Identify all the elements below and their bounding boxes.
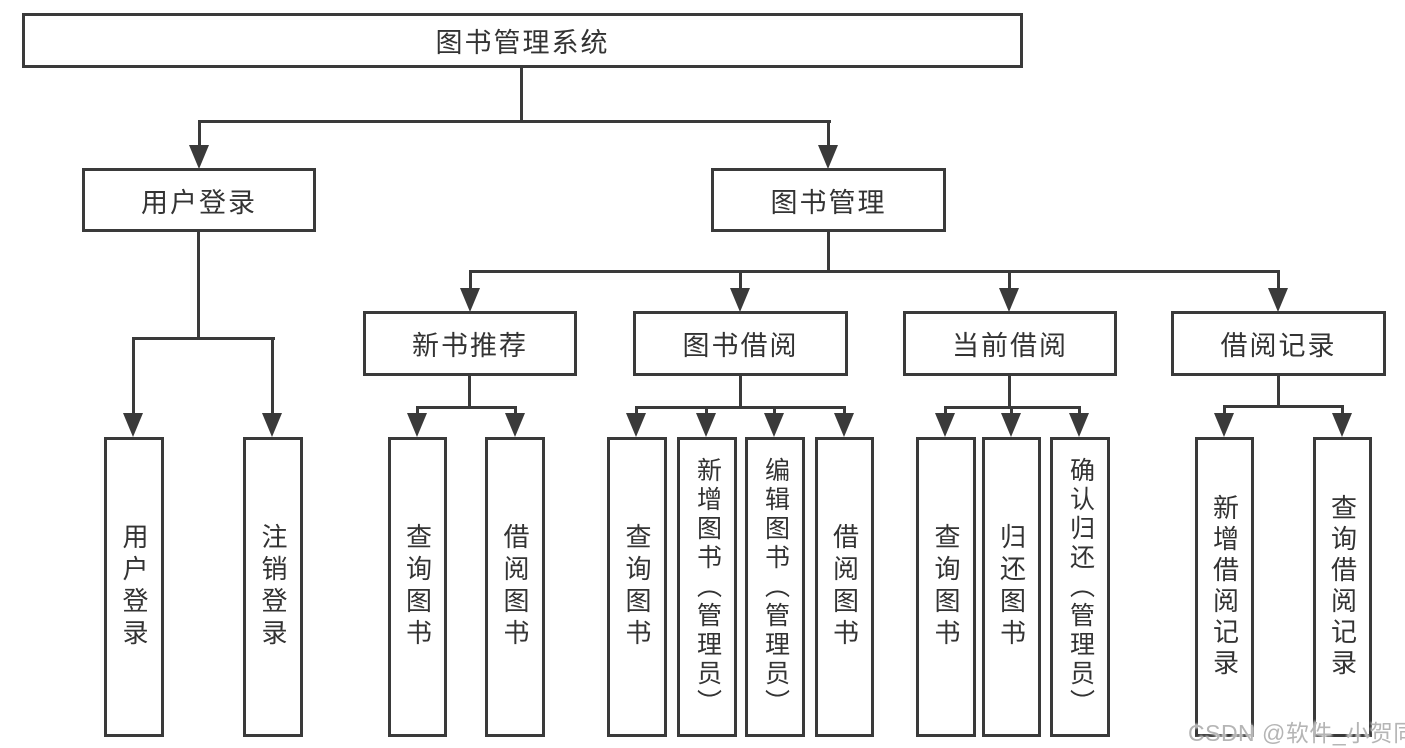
- leaf-borrow-books-recommend: 借阅图书: [485, 437, 545, 737]
- arrow-down-icon: [834, 406, 855, 437]
- connector-line: [739, 376, 742, 409]
- leaf-add-borrow-record: 新增借阅记录: [1195, 437, 1254, 737]
- arrow-down-icon: [626, 406, 647, 437]
- arrow-down-icon: [764, 406, 785, 437]
- connector-line: [197, 232, 200, 340]
- leaf-query-books-borrowing: 查询图书: [607, 437, 667, 737]
- leaf-query-borrow-record: 查询借阅记录: [1313, 437, 1372, 737]
- connector-line: [827, 232, 830, 273]
- arrow-down-icon: [505, 406, 526, 437]
- leaf-edit-books-admin: 编辑图书（管理员）: [745, 437, 805, 737]
- node-new-book-recommendation: 新书推荐: [363, 311, 577, 376]
- leaf-query-books-recommend: 查询图书: [388, 437, 447, 737]
- connector-line: [198, 120, 831, 123]
- node-book-borrowing: 图书借阅: [633, 311, 848, 376]
- arrow-down-icon: [123, 337, 144, 437]
- connector-line: [1277, 376, 1280, 408]
- leaf-confirm-return-admin: 确认归还（管理员）: [1050, 437, 1110, 737]
- arrow-down-icon: [1332, 405, 1353, 437]
- leaf-return-books: 归还图书: [982, 437, 1041, 737]
- node-current-borrowing: 当前借阅: [903, 311, 1117, 376]
- arrow-down-icon: [460, 270, 481, 312]
- leaf-borrow-books-borrowing: 借阅图书: [815, 437, 874, 737]
- arrow-down-icon: [696, 406, 717, 437]
- arrow-down-icon: [1268, 270, 1289, 312]
- arrow-down-icon: [262, 337, 283, 437]
- arrow-down-icon: [189, 120, 210, 169]
- arrow-down-icon: [935, 406, 956, 437]
- connector-line: [1008, 376, 1011, 409]
- connector-line: [416, 406, 517, 409]
- leaf-logout: 注销登录: [243, 437, 303, 737]
- leaf-user-login: 用户登录: [104, 437, 164, 737]
- connector-line: [520, 68, 523, 123]
- connector-line: [636, 406, 846, 409]
- connector-line: [469, 270, 1280, 273]
- arrow-down-icon: [730, 270, 751, 312]
- node-borrowing-records: 借阅记录: [1171, 311, 1386, 376]
- arrow-down-icon: [1069, 406, 1090, 437]
- leaf-add-books-admin: 新增图书（管理员）: [677, 437, 737, 737]
- csdn-watermark: CSDN @软件_小贺同学: [1188, 720, 1405, 746]
- arrow-down-icon: [407, 406, 428, 437]
- connector-line: [468, 376, 471, 409]
- leaf-query-books-current: 查询图书: [916, 437, 976, 737]
- arrow-down-icon: [1001, 406, 1022, 437]
- connector-line: [132, 337, 275, 340]
- arrow-down-icon: [1214, 405, 1235, 437]
- connector-line: [1223, 405, 1344, 408]
- node-user-login: 用户登录: [82, 168, 316, 232]
- arrow-down-icon: [818, 120, 839, 169]
- arrow-down-icon: [999, 270, 1020, 312]
- node-book-management: 图书管理: [711, 168, 946, 232]
- node-root-library-management-system: 图书管理系统: [22, 13, 1023, 68]
